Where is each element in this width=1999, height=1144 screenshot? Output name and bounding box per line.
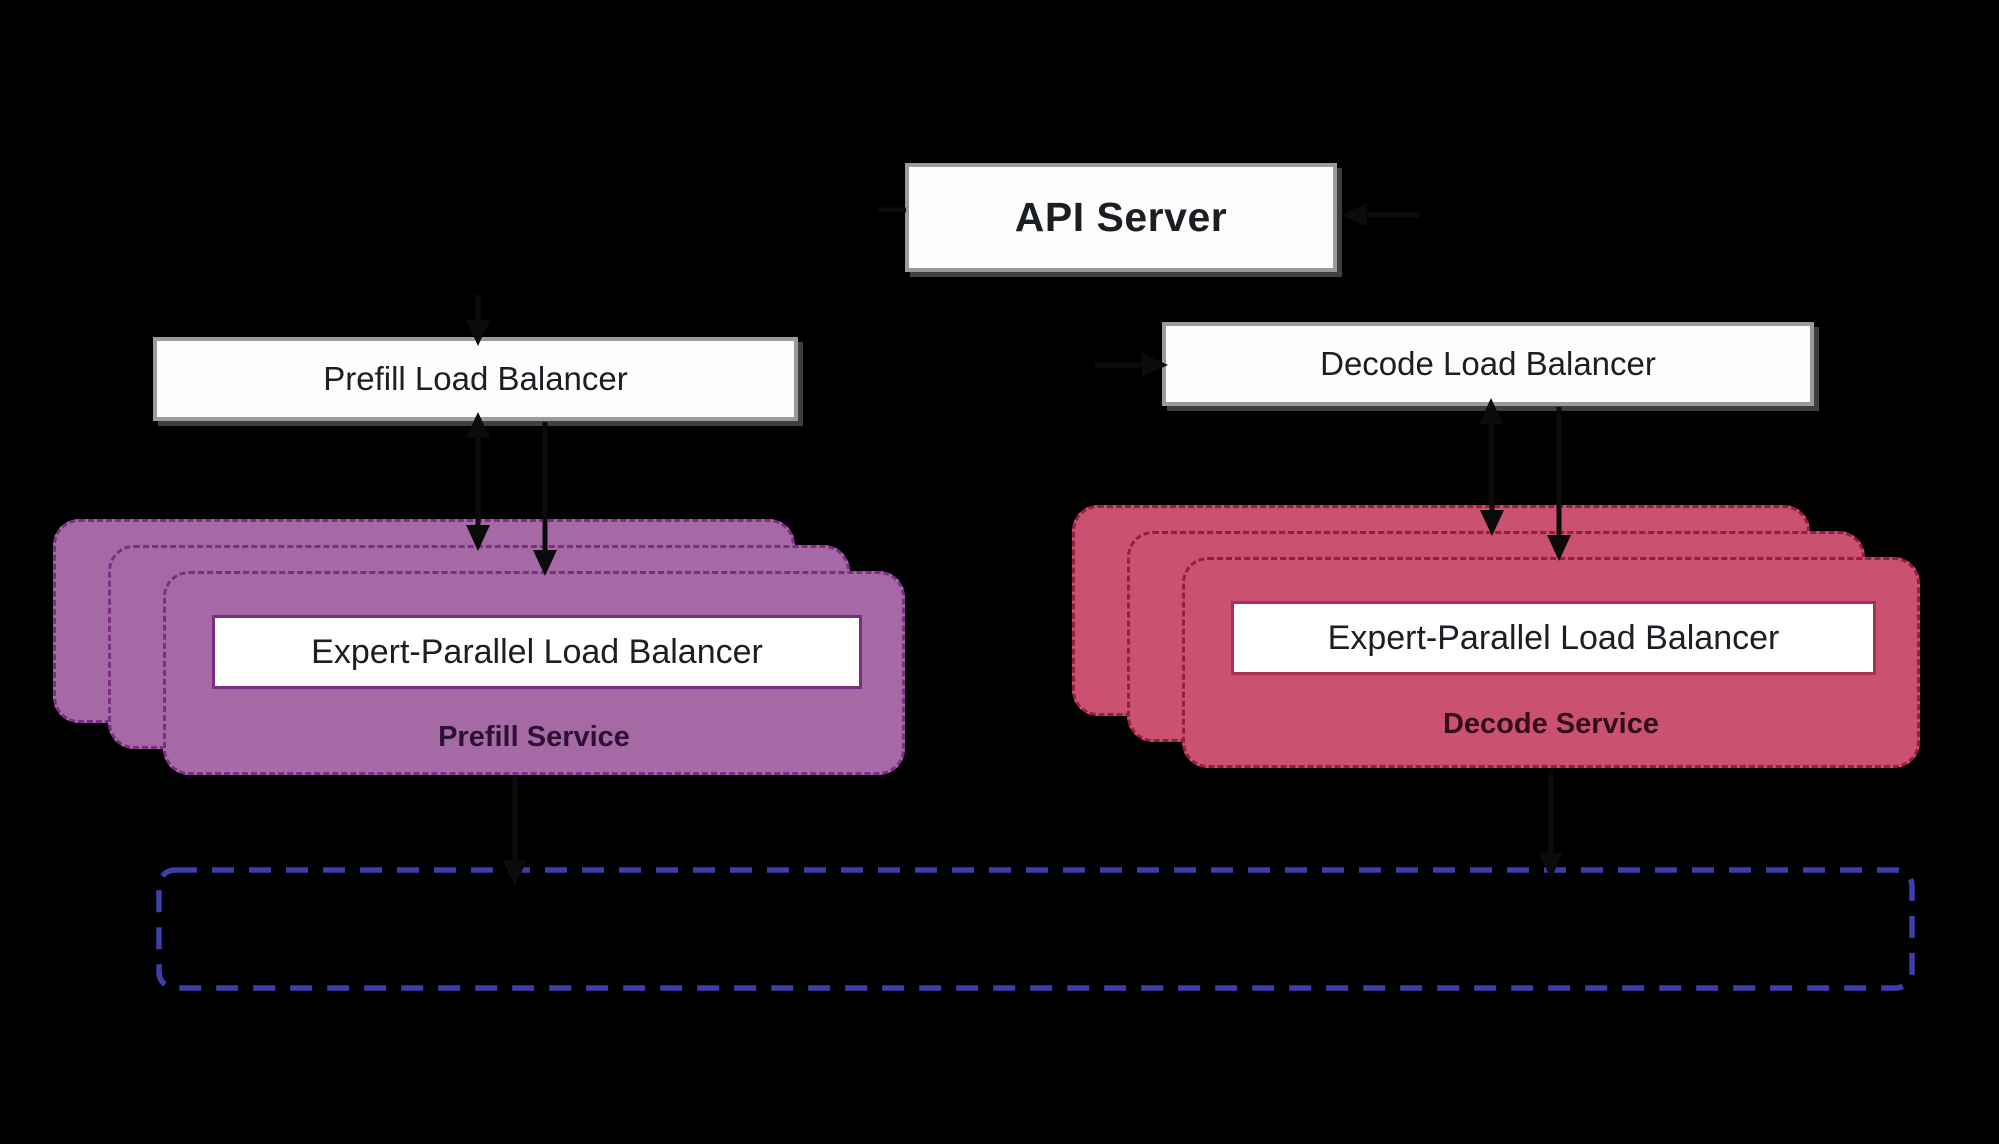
arrow-prefill-service-to-prefill-lb <box>466 412 490 516</box>
arrow-decode-service-to-decode-lb <box>1479 398 1503 502</box>
decode-service-caption: Decode Service <box>1442 708 1659 740</box>
node-prefill-load-balancer: Prefill Load Balancer <box>153 337 798 421</box>
decode-lb-label: Decode Load Balancer <box>1320 345 1656 382</box>
prefill-epl-label: Expert-Parallel Load Balancer <box>311 632 763 671</box>
arrow-decode-service-to-container <box>1539 769 1563 879</box>
node-prefill-expert-parallel-lb: Expert-Parallel Load Balancer <box>212 615 862 689</box>
decode-service-card-front: Expert-Parallel Load Balancer Decode Ser… <box>1182 557 1920 768</box>
node-decode-load-balancer: Decode Load Balancer <box>1162 322 1814 406</box>
prefill-lb-label: Prefill Load Balancer <box>323 360 628 397</box>
decode-epl-label: Expert-Parallel Load Balancer <box>1327 618 1780 657</box>
prefill-service-card-front: Expert-Parallel Load Balancer Prefill Se… <box>163 571 905 775</box>
api-server-label: API Server <box>1014 194 1228 240</box>
node-api-server: API Server <box>905 163 1337 272</box>
arrow-into-api-server-right <box>1341 203 1420 227</box>
arrow-api-to-decode-lb <box>1095 353 1168 377</box>
prefill-service-caption: Prefill Service <box>438 721 630 753</box>
arrow-prefill-service-to-container <box>503 776 527 886</box>
node-decode-expert-parallel-lb: Expert-Parallel Load Balancer <box>1231 601 1876 675</box>
